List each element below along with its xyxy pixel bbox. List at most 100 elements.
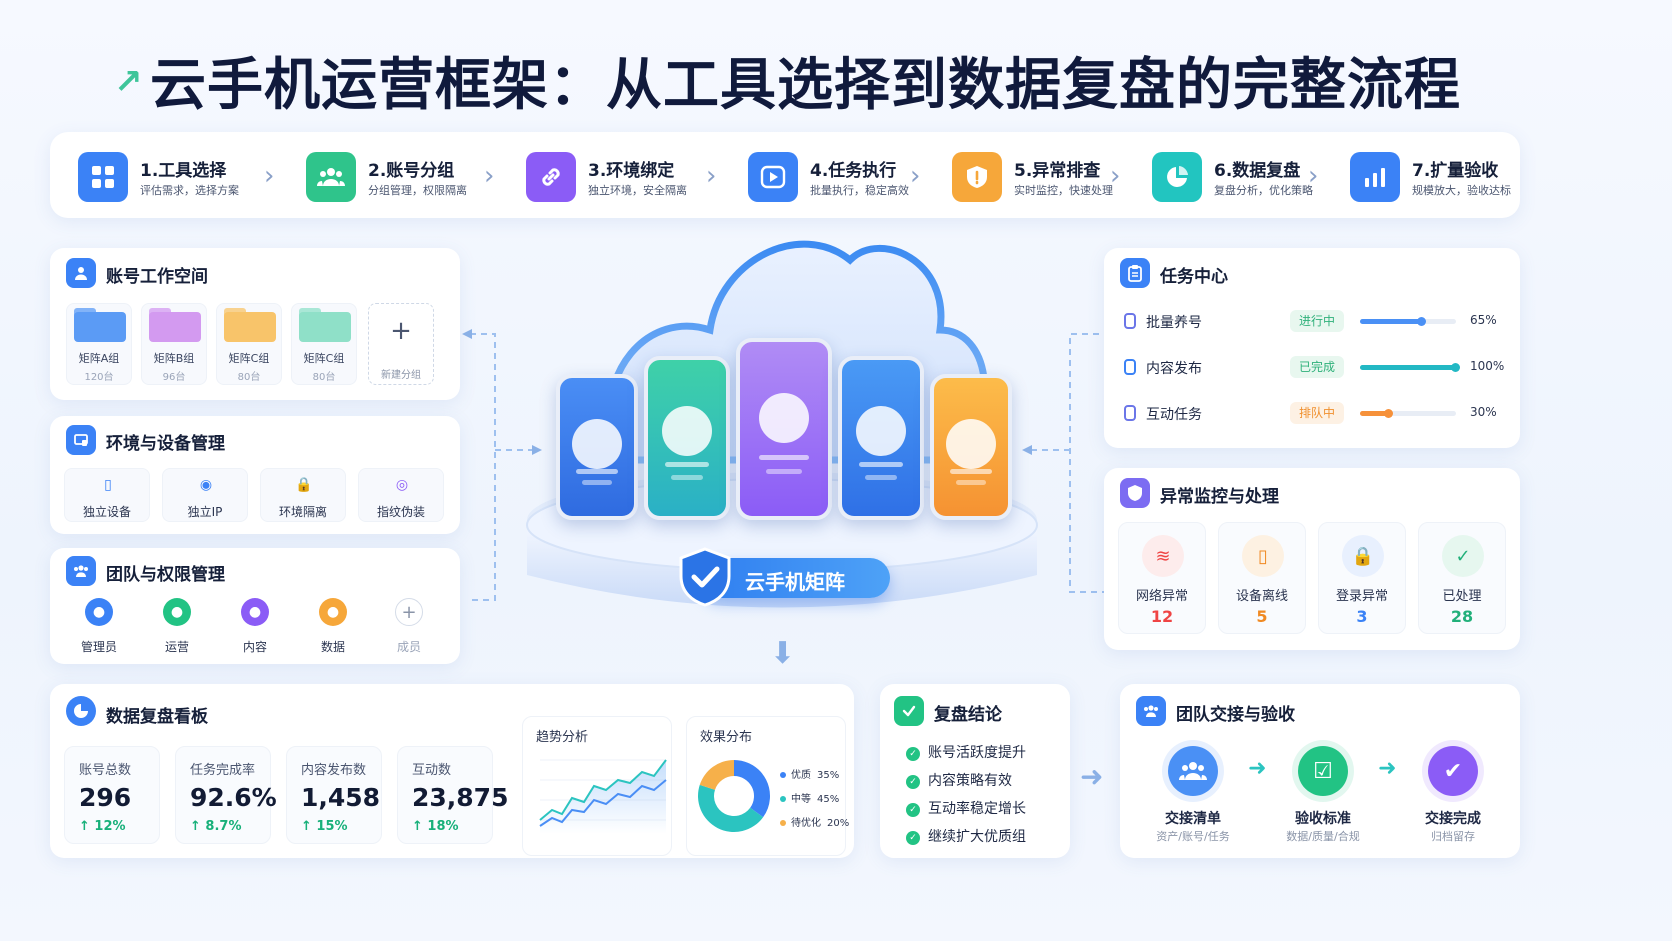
legend-dot <box>780 772 786 778</box>
title-mark-icon: ↗ <box>114 62 143 102</box>
arrow-down-icon: ⬇ <box>770 636 796 671</box>
dashboard-title: 数据复盘看板 <box>106 707 208 727</box>
flow-step-title: 4.任务执行 <box>810 161 897 181</box>
folder-count: 80台 <box>312 372 336 383</box>
add-member-label: 成员 <box>396 640 421 654</box>
handover-label: 交接完成 <box>1425 811 1481 827</box>
avatar-icon: ● <box>241 598 269 626</box>
env-item-label: 环境隔离 <box>278 505 327 519</box>
chevron-right-icon: › <box>1110 161 1121 191</box>
handover-sub: 资产/账号/任务 <box>1156 830 1230 843</box>
donut-slice <box>699 760 734 790</box>
monitor-label: 设备离线 <box>1235 589 1288 604</box>
text-line <box>665 461 709 467</box>
stat-label: 任务完成率 <box>190 763 256 778</box>
conclusion-item: ✓ 内容策略有效 <box>906 770 1012 790</box>
task-icon <box>1124 313 1136 329</box>
env-item[interactable]: ▯独立设备 <box>64 468 150 522</box>
folder-name: 矩阵B组 <box>153 352 195 365</box>
user-avatar-icon <box>759 392 809 443</box>
text-line <box>759 454 809 460</box>
env-item-label: 指纹伪装 <box>376 505 425 519</box>
add-group-button[interactable]: + 新建分组 <box>368 303 434 385</box>
user-avatar-icon <box>946 418 996 469</box>
plus-icon: + <box>390 316 412 346</box>
env-item[interactable]: 🔒环境隔离 <box>260 468 346 522</box>
device-icon <box>66 425 96 455</box>
handover-title: 团队交接与验收 <box>1176 705 1295 725</box>
task-icon <box>1124 405 1136 421</box>
plus-icon: + <box>395 598 423 626</box>
avatar-icon: ● <box>163 598 191 626</box>
account-workspace-title: 账号工作空间 <box>106 267 208 287</box>
center-badge <box>700 558 890 598</box>
phone-screen <box>930 374 1012 520</box>
env-item[interactable]: ◎指纹伪装 <box>358 468 444 522</box>
text-line <box>859 461 903 467</box>
stat-label: 账号总数 <box>79 763 132 778</box>
folder-icon <box>74 312 126 342</box>
monitor-title: 异常监控与处理 <box>1160 487 1279 507</box>
text-line <box>576 468 618 474</box>
arrow-right-icon: ➜ <box>1080 760 1104 793</box>
handover-label: 交接清单 <box>1165 811 1221 827</box>
role-label: 数据 <box>320 640 345 654</box>
progress-percent: 100% <box>1470 359 1505 373</box>
team-permission-title: 团队与权限管理 <box>106 565 225 585</box>
role-item[interactable]: ●数据 <box>298 598 368 654</box>
role-item[interactable]: ●管理员 <box>64 598 134 654</box>
check-icon <box>894 696 924 726</box>
text-line <box>956 480 986 486</box>
flow-step-sub: 实时监控，快速处理 <box>1014 184 1113 197</box>
add-group-label: 新建分组 <box>381 370 421 381</box>
center-label: 云手机矩阵 <box>745 570 845 594</box>
role-item[interactable]: ●运营 <box>142 598 212 654</box>
env-device-title: 环境与设备管理 <box>106 434 225 454</box>
stat-delta: ↑ 8.7% <box>190 819 242 834</box>
handover-sub: 数据/质量/合规 <box>1286 830 1360 843</box>
monitor-count: 28 <box>1450 607 1474 626</box>
conclusion-text: 内容策略有效 <box>928 773 1012 789</box>
status-badge: 进行中 <box>1290 310 1344 332</box>
progress-knob <box>1417 317 1427 326</box>
shield-icon <box>1120 478 1150 508</box>
monitor-count: 5 <box>1256 607 1268 626</box>
progress-fill <box>1360 411 1389 416</box>
add-member-button[interactable]: + 成员 <box>374 598 444 654</box>
check-icon: ✓ <box>906 747 920 761</box>
env-item[interactable]: ◉独立IP <box>162 468 248 522</box>
progress-bar <box>1360 317 1456 326</box>
progress-percent: 65% <box>1470 313 1497 327</box>
conclusion-item: ✓继续扩大优质组 <box>906 826 1026 846</box>
progress-percent: 30% <box>1470 405 1497 419</box>
folder-name: 矩阵A组 <box>78 352 120 365</box>
lock-icon: 🔒 <box>1342 535 1384 577</box>
flow-step-title: 6.数据复盘 <box>1214 161 1301 181</box>
shield-check-icon: ✓ <box>1442 535 1484 577</box>
progress-bar <box>1360 409 1456 418</box>
stat-delta: ↑ 18% <box>412 819 459 834</box>
folder-icon <box>299 312 351 342</box>
link-icon <box>526 152 576 202</box>
progress-knob <box>1383 409 1393 418</box>
legend-dot <box>780 796 786 802</box>
check-icon: ✓ <box>906 775 920 789</box>
wifi-icon: ≋ <box>1142 535 1184 577</box>
role-item[interactable]: ●内容 <box>220 598 290 654</box>
clipboard-icon <box>1120 258 1150 288</box>
handover-sub: 归档留存 <box>1431 830 1475 843</box>
